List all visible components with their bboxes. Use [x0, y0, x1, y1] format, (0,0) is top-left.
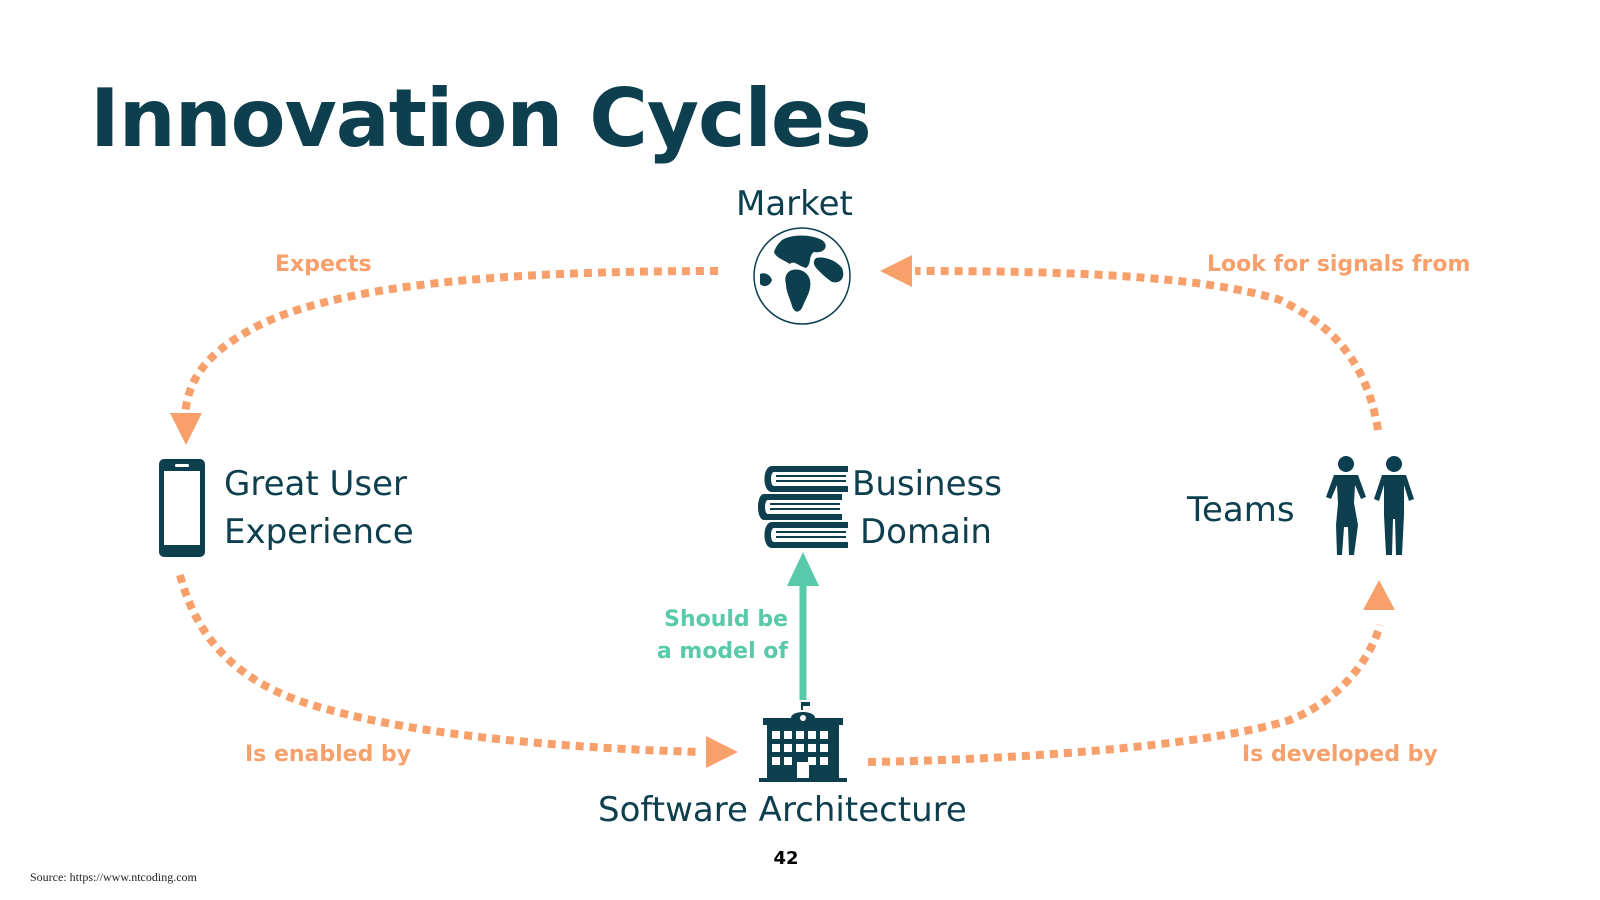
enabled-by-arrow-path — [176, 573, 701, 756]
page-title: Innovation Cycles — [90, 72, 872, 165]
ux-label-line2: Experience — [224, 512, 414, 552]
expects-arrowhead — [170, 413, 202, 445]
ux-label-line1: Great User — [224, 464, 407, 504]
developed-by-arrow-path — [867, 623, 1384, 766]
signals-arrow-path — [914, 267, 1382, 431]
building-icon — [759, 702, 847, 782]
developed-by-label: Is developed by — [1242, 742, 1438, 767]
people-icon — [1326, 456, 1414, 555]
enabled-by-label: Is enabled by — [245, 742, 412, 767]
model-of-label-line2: a model of — [656, 639, 788, 664]
enabled-by-arrowhead — [706, 736, 738, 768]
look-for-signals-label: Look for signals from — [1207, 252, 1471, 277]
market-label: Market — [736, 184, 853, 224]
teams-label: Teams — [1187, 490, 1295, 530]
model-of-label-line1: Should be — [664, 607, 788, 632]
page-number: 42 — [773, 848, 799, 869]
signals-arrowhead — [880, 255, 912, 287]
expects-arrow-path — [181, 267, 719, 416]
ux-label: Great User Experience — [224, 460, 414, 556]
source-credit: Source: https://www.ntcoding.com — [30, 870, 197, 884]
globe-icon — [753, 227, 851, 325]
books-icon — [758, 466, 848, 548]
domain-label-line1: Business — [852, 464, 1002, 504]
model-of-arrowhead — [787, 552, 819, 586]
developed-by-arrowhead — [1363, 580, 1395, 610]
expects-label: Expects — [275, 252, 372, 277]
smartphone-icon — [159, 459, 205, 557]
domain-label: Business Domain — [852, 460, 1002, 556]
domain-label-line2: Domain — [860, 512, 992, 552]
architecture-label: Software Architecture — [598, 790, 967, 830]
model-of-label: Should be a model of — [657, 604, 788, 668]
